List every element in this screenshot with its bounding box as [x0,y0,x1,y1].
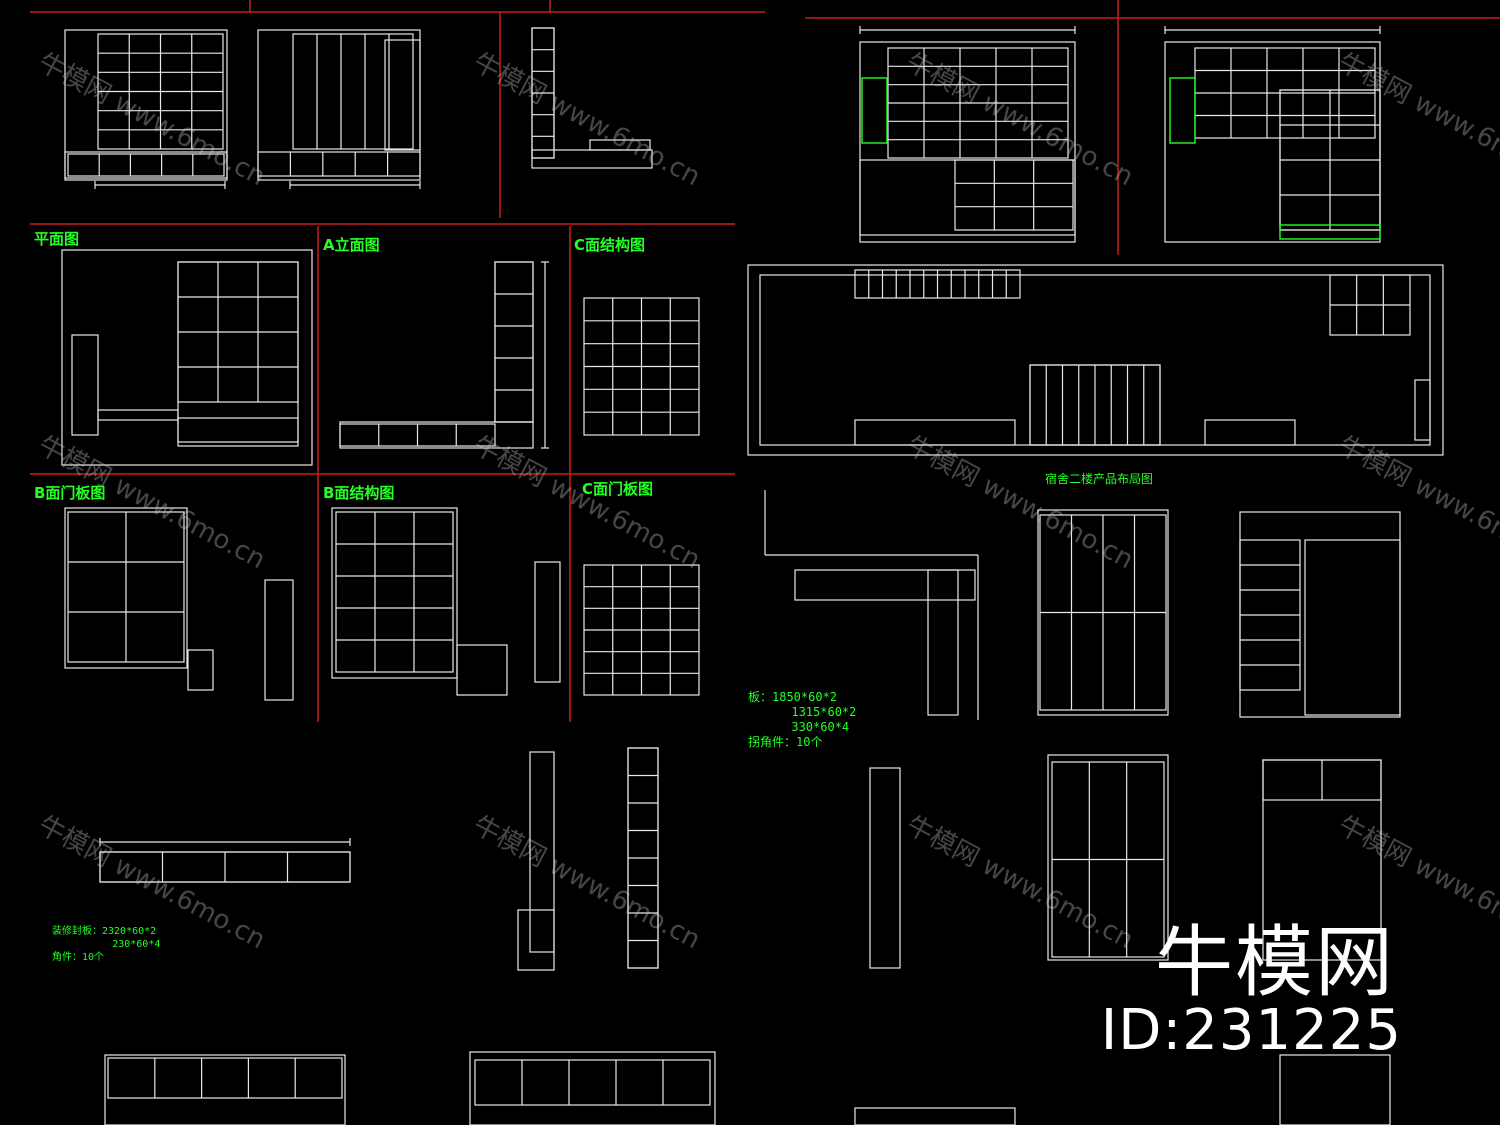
plan-title: 平面图 [34,230,80,248]
c-structure-title: C面结构图 [574,236,646,254]
b-structure-title: B面结构图 [323,484,395,502]
panel-dividers [30,0,1500,722]
brand-name: 牛模网 [1154,918,1395,1008]
c-door-title: C面门板图 [582,480,654,498]
lower-list-note: 装修封板：2320*60*2 230*60*4 角件：10个 [52,926,161,963]
cad-highlights [861,77,1381,240]
brand-id: ID:231225 [1100,998,1402,1063]
floor-plan-caption: 宿舍二楼产品布局图 [1045,472,1154,486]
cad-linework [61,26,1444,1125]
board-list-note: 板：1850*60*2 1315*60*2 330*60*4 拐角件：10个 [748,690,857,749]
b-door-title: B面门板图 [34,484,106,502]
a-elevation-title: A立面图 [323,236,380,254]
